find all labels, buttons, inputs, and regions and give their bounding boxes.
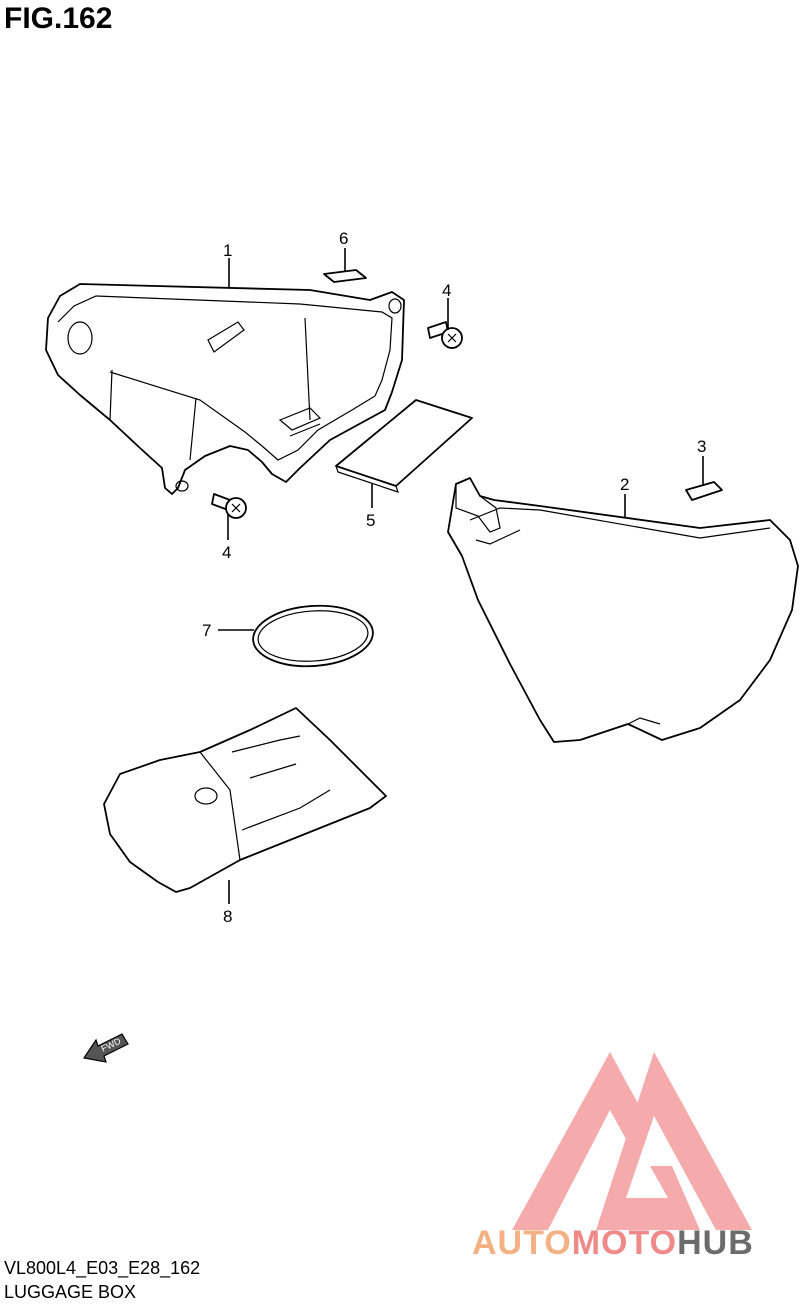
brand-moto: MOTO (571, 1224, 678, 1262)
part-2-cover[interactable] (447, 477, 799, 743)
figure-title: FIG.162 (4, 2, 113, 35)
brand-auto: AUTO (472, 1224, 572, 1262)
callout-5: 5 (366, 511, 375, 530)
callout-8: 8 (223, 907, 232, 926)
model-code: VL800L4_E03_E28_162 (4, 1258, 201, 1278)
part-3-pad[interactable] (685, 481, 723, 501)
callout-4-upper: 4 (442, 281, 451, 300)
part-8-bag[interactable] (103, 707, 387, 893)
section-title: LUGGAGE BOX (4, 1282, 137, 1302)
callout-7: 7 (202, 621, 211, 640)
callout-4-lower: 4 (222, 543, 231, 562)
leader-lines (218, 248, 704, 904)
part-4-bolt-lower[interactable] (211, 493, 247, 519)
part-1-luggage-box[interactable] (45, 283, 405, 495)
watermark-logo-icon (512, 1052, 752, 1230)
callout-1: 1 (223, 241, 232, 260)
callout-3: 3 (697, 437, 706, 456)
fwd-arrow-icon: FWD (82, 1033, 129, 1063)
part-7-gasket[interactable] (251, 602, 375, 670)
callout-2: 2 (620, 475, 629, 494)
callout-6: 6 (339, 229, 348, 248)
part-5-sheet[interactable] (335, 399, 473, 493)
part-4-bolt-upper[interactable] (427, 321, 463, 349)
watermark-brand: AUTOMOTOHUB (472, 1224, 754, 1263)
brand-hub: HUB (677, 1224, 754, 1262)
